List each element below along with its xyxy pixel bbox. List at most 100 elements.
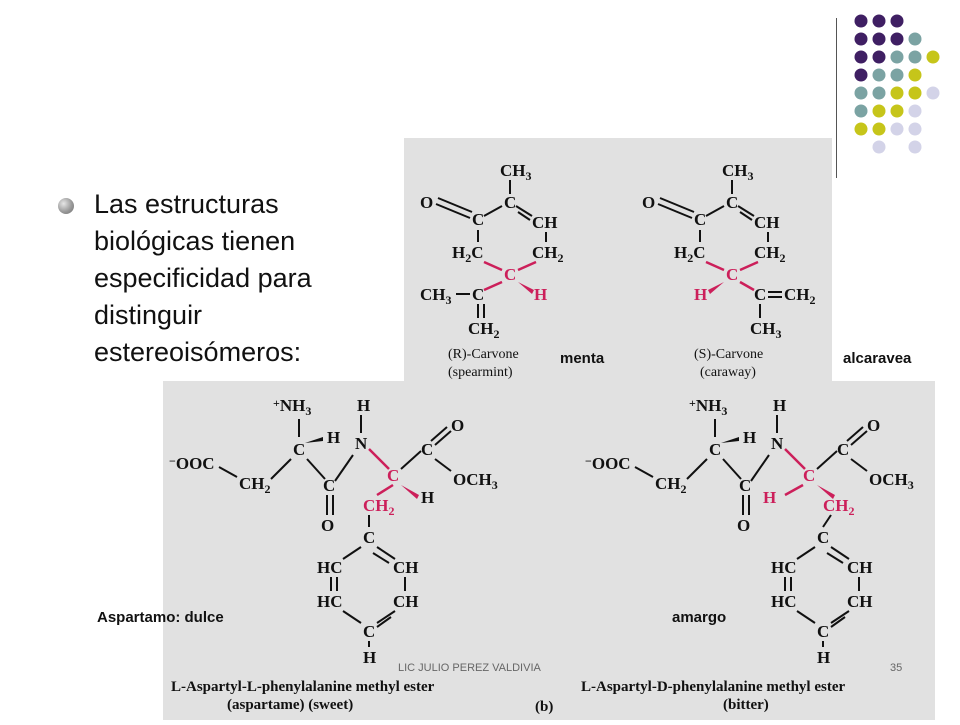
bullet-dot-icon: [58, 198, 74, 214]
bullet-line: especificidad para: [94, 263, 312, 293]
label-aspartamo-dulce: Aspartamo: dulce: [97, 609, 224, 626]
svg-text:C: C: [754, 285, 766, 304]
svg-text:C: C: [472, 210, 484, 229]
svg-text:H: H: [743, 428, 756, 447]
s-carvone-caption-1: (S)-Carvone: [694, 347, 763, 362]
aspartame-figure: +NH3 C H H N −OOC CH2 C O C C O: [163, 381, 935, 720]
s-carvone-caption-2: (caraway): [700, 365, 756, 380]
svg-text:O: O: [867, 416, 880, 435]
svg-text:CH2: CH2: [363, 496, 395, 518]
svg-text:H: H: [773, 396, 786, 415]
svg-text:CH3: CH3: [750, 319, 782, 341]
bitter-caption-1: L-Aspartyl-D-phenylalanine methyl ester: [581, 679, 845, 695]
svg-text:C: C: [709, 440, 721, 459]
svg-text:−OOC: −OOC: [169, 454, 215, 473]
svg-text:−OOC: −OOC: [585, 454, 631, 473]
dot-row-4: [854, 68, 922, 82]
dot-row-3: [854, 50, 940, 64]
svg-text:C: C: [817, 622, 829, 641]
dot-row-8: [872, 140, 922, 154]
svg-text:C: C: [694, 210, 706, 229]
svg-text:CH: CH: [754, 213, 780, 232]
label-amargo: amargo: [672, 609, 727, 626]
svg-text:C: C: [472, 285, 484, 304]
svg-text:HC: HC: [317, 592, 343, 611]
svg-text:C: C: [803, 466, 815, 485]
svg-text:H: H: [421, 488, 434, 507]
r-carvone-caption-2: (spearmint): [448, 365, 513, 380]
svg-text:C: C: [293, 440, 305, 459]
svg-text:C: C: [837, 440, 849, 459]
svg-text:CH2: CH2: [784, 285, 816, 307]
svg-text:N: N: [771, 434, 784, 453]
svg-text:CH2: CH2: [823, 496, 855, 518]
svg-text:O: O: [420, 193, 433, 212]
bitter-caption-2: (bitter): [723, 697, 769, 713]
svg-text:CH2: CH2: [532, 243, 564, 265]
r-carvone-structure: CH3 C O C CH H2C CH2 C H CH3 C: [420, 161, 564, 341]
sweet-caption-1: L-Aspartyl-L-phenylalanine methyl ester: [171, 679, 435, 695]
footer-author: LIC JULIO PEREZ VALDIVIA: [398, 662, 541, 674]
dot-row-7: [854, 122, 922, 136]
svg-text:+NH3: +NH3: [689, 396, 727, 418]
svg-text:C: C: [726, 265, 738, 284]
bullet-line: Las estructuras: [94, 189, 279, 219]
bullet-line: estereoisómeros:: [94, 337, 302, 367]
bullet-text: Las estructuras biológicas tienen especi…: [94, 186, 394, 371]
svg-text:C: C: [726, 193, 738, 212]
bullet-line: biológicas tienen: [94, 226, 296, 256]
svg-text:CH: CH: [393, 592, 419, 611]
aspartame-sweet-structure: +NH3 C H H N −OOC CH2 C O C C O: [169, 396, 498, 667]
svg-text:C: C: [363, 622, 375, 641]
svg-text:+NH3: +NH3: [273, 396, 311, 418]
svg-text:OCH3: OCH3: [453, 470, 498, 492]
svg-text:CH2: CH2: [655, 474, 687, 496]
svg-text:C: C: [387, 466, 399, 485]
svg-text:H2C: H2C: [452, 243, 484, 265]
aspartame-bitter-structure: +NH3 C H H N −OOC CH2 C O C C O: [585, 396, 914, 667]
svg-text:H: H: [763, 488, 776, 507]
dot-row-2: [854, 32, 922, 46]
label-alcaravea: alcaravea: [843, 350, 912, 367]
svg-text:CH2: CH2: [754, 243, 786, 265]
svg-text:CH3: CH3: [420, 285, 452, 307]
svg-text:O: O: [451, 416, 464, 435]
svg-text:H: H: [817, 648, 830, 667]
dot-row-6: [854, 104, 922, 118]
svg-text:C: C: [504, 193, 516, 212]
svg-text:CH2: CH2: [239, 474, 271, 496]
svg-text:C: C: [817, 528, 829, 547]
r-carvone-caption-1: (R)-Carvone: [448, 347, 519, 362]
svg-text:HC: HC: [771, 558, 797, 577]
svg-text:HC: HC: [317, 558, 343, 577]
svg-text:O: O: [642, 193, 655, 212]
decorative-vertical-line: [836, 18, 837, 178]
svg-text:C: C: [323, 476, 335, 495]
svg-text:C: C: [363, 528, 375, 547]
svg-text:CH3: CH3: [500, 161, 532, 183]
dot-row-5: [854, 86, 940, 100]
carvone-figure: CH3 C O C CH H2C CH2 C H CH3 C: [404, 138, 832, 382]
svg-text:N: N: [355, 434, 368, 453]
svg-text:CH: CH: [847, 558, 873, 577]
svg-text:C: C: [739, 476, 751, 495]
panel-label: (b): [535, 699, 553, 715]
svg-text:HC: HC: [771, 592, 797, 611]
svg-text:H: H: [534, 285, 547, 304]
bullet-line: distinguir: [94, 300, 203, 330]
svg-text:H: H: [694, 285, 707, 304]
svg-text:OCH3: OCH3: [869, 470, 914, 492]
s-carvone-structure: CH3 C O C CH H2C CH2 C H C CH2: [642, 161, 816, 341]
carvone-structures: CH3 C O C CH H2C CH2 C H CH3 C: [420, 161, 816, 380]
footer-page-number: 35: [890, 662, 903, 674]
dot-row-1: [854, 14, 904, 28]
svg-text:H2C: H2C: [674, 243, 706, 265]
svg-text:C: C: [421, 440, 433, 459]
svg-text:C: C: [504, 265, 516, 284]
svg-text:H: H: [327, 428, 340, 447]
sweet-caption-2: (aspartame) (sweet): [227, 697, 353, 713]
svg-text:H: H: [357, 396, 370, 415]
svg-text:CH: CH: [847, 592, 873, 611]
svg-text:CH: CH: [532, 213, 558, 232]
svg-text:CH2: CH2: [468, 319, 500, 341]
